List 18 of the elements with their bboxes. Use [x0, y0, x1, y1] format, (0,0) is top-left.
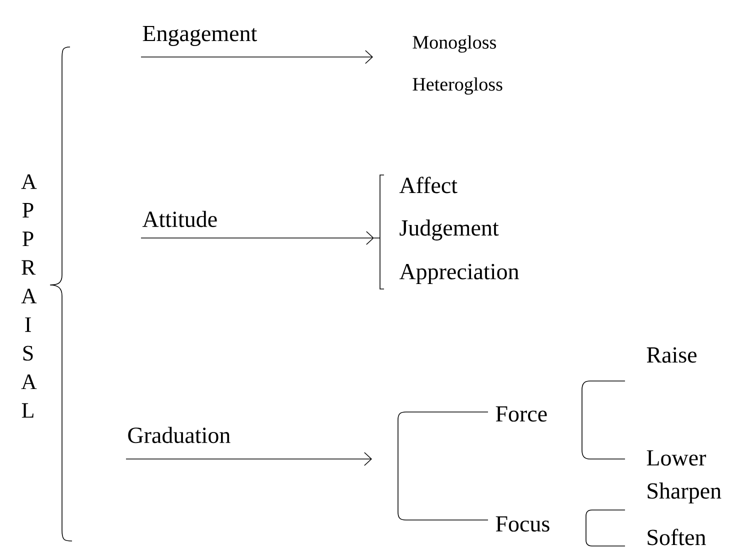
- term-label: Focus: [496, 516, 550, 532]
- arrow: [140, 50, 373, 64]
- arrow: [126, 452, 372, 466]
- term-label: Affect: [399, 176, 458, 194]
- term-label: Engagement: [142, 26, 258, 46]
- term-label: Lower: [646, 450, 706, 466]
- term-label: Judgement: [400, 220, 499, 240]
- term-label: Appreciation: [399, 264, 519, 284]
- arrow: [140, 231, 374, 245]
- term-label: Soften: [648, 528, 706, 546]
- term-label: Attitude: [142, 210, 217, 228]
- term-label: Graduation: [128, 426, 230, 444]
- term-label: Sharpen: [648, 482, 722, 504]
- term-label: A P P R A I S A L: [21, 174, 37, 418]
- term-label: Force: [496, 406, 547, 422]
- term-label: Monogloss: [412, 35, 496, 53]
- term-label: Raise: [646, 347, 696, 363]
- term-label: Heterogloss: [412, 77, 502, 95]
